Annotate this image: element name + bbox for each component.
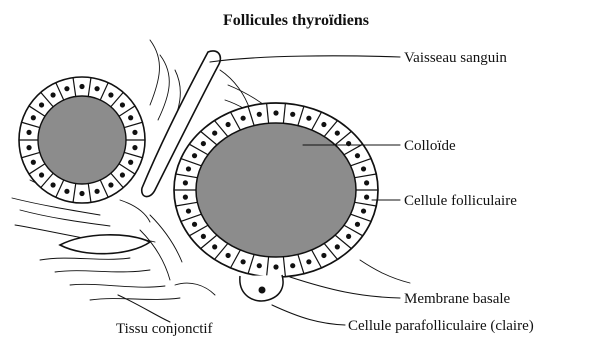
cell-nucleus — [306, 259, 311, 264]
cell-nucleus — [64, 86, 69, 91]
cell-nucleus — [183, 195, 188, 200]
cell-nucleus — [192, 222, 197, 227]
cell-nucleus — [64, 189, 69, 194]
cell-nucleus — [225, 122, 230, 127]
cell-nucleus — [50, 92, 55, 97]
leader-vessel — [210, 56, 400, 62]
cell-nucleus — [26, 130, 31, 135]
cell-nucleus — [31, 160, 36, 165]
cell-nucleus — [364, 195, 369, 200]
cell-nucleus — [212, 244, 217, 249]
cell-nucleus — [120, 102, 125, 107]
cell-nucleus — [120, 172, 125, 177]
cell-nucleus — [241, 259, 246, 264]
cell-nucleus — [321, 122, 326, 127]
cell-nucleus — [241, 116, 246, 121]
cell-nucleus — [39, 102, 44, 107]
cell-nucleus — [346, 234, 351, 239]
cell-nucleus — [108, 182, 113, 187]
cell-nucleus — [132, 145, 137, 150]
cell-nucleus — [108, 92, 113, 97]
cell-nucleus — [361, 166, 366, 171]
cell-nucleus — [290, 263, 295, 268]
left-follicle — [19, 77, 145, 203]
cell-nucleus — [79, 84, 84, 89]
cell-nucleus — [361, 208, 366, 213]
label-parafollicular-cell: Cellule parafolliculaire (claire) — [348, 318, 534, 334]
cell-nucleus — [186, 208, 191, 213]
label-follicular-cell: Cellule folliculaire — [404, 193, 517, 209]
label-vessel: Vaisseau sanguin — [404, 50, 507, 66]
label-connective-tissue: Tissu conjonctif — [116, 321, 213, 337]
cell-nucleus — [355, 222, 360, 227]
cell-nucleus — [94, 189, 99, 194]
cell-nucleus — [321, 253, 326, 258]
cell-nucleus — [290, 112, 295, 117]
right-colloid — [196, 123, 356, 257]
label-colloid: Colloïde — [404, 138, 456, 154]
cell-nucleus — [39, 172, 44, 177]
cell-nucleus — [257, 112, 262, 117]
cell-nucleus — [306, 116, 311, 121]
diagram-title: Follicules thyroïdiens — [223, 12, 369, 29]
cell-nucleus — [273, 264, 278, 269]
cell-nucleus — [201, 234, 206, 239]
label-basal-membrane: Membrane basale — [404, 291, 511, 307]
cell-nucleus — [128, 160, 133, 165]
cell-nucleus — [183, 180, 188, 185]
cell-nucleus — [94, 86, 99, 91]
vessel-lumen — [60, 235, 150, 254]
cell-nucleus — [26, 145, 31, 150]
cell-nucleus — [50, 182, 55, 187]
cell-nucleus — [335, 130, 340, 135]
cell-nucleus — [186, 166, 191, 171]
left-colloid — [38, 96, 126, 184]
cell-nucleus — [132, 130, 137, 135]
leader-parafollicular — [272, 305, 345, 325]
cell-nucleus — [31, 115, 36, 120]
cell-nucleus — [355, 153, 360, 158]
parafollicular-nucleus — [259, 287, 266, 294]
cell-nucleus — [212, 130, 217, 135]
leader-basal-membrane — [290, 277, 400, 298]
cell-nucleus — [257, 263, 262, 268]
cell-nucleus — [273, 110, 278, 115]
cell-nucleus — [128, 115, 133, 120]
cell-nucleus — [335, 244, 340, 249]
cell-nucleus — [192, 153, 197, 158]
cell-nucleus — [201, 141, 206, 146]
cell-nucleus — [364, 180, 369, 185]
cell-nucleus — [225, 253, 230, 258]
cell-nucleus — [79, 191, 84, 196]
right-follicle — [174, 103, 378, 301]
